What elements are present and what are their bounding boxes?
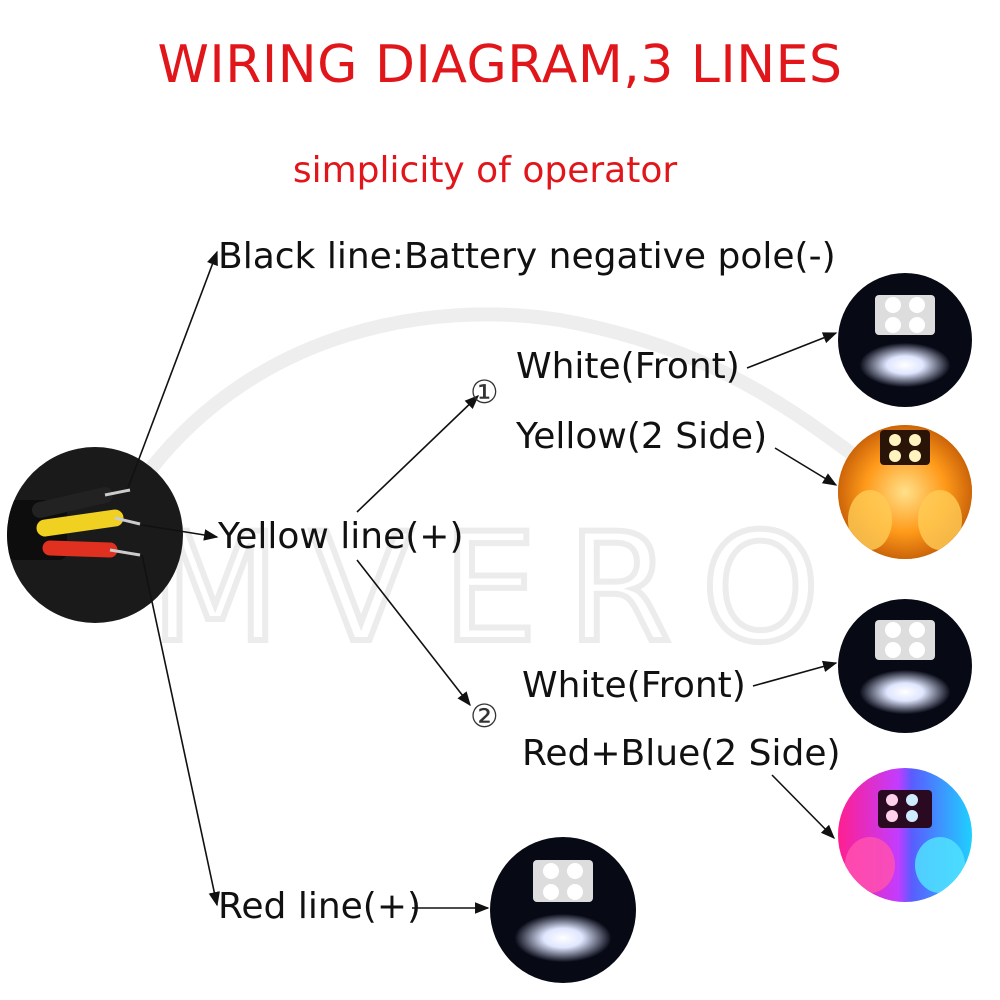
label-yellow-line: Yellow line(+) — [218, 516, 464, 557]
arrow-yellow-line — [141, 524, 219, 541]
arrow-white-front-2 — [752, 660, 838, 687]
arrow-red-blue-side — [771, 774, 836, 840]
arrow-white-front-1 — [746, 332, 838, 369]
label-black-line: Black line:Battery negative pole(-) — [218, 236, 836, 277]
mode-2-front-label: White(Front) — [522, 665, 746, 706]
watermark-swoosh — [144, 307, 865, 475]
light-photo-white-2 — [838, 599, 972, 733]
arrow-red-line — [141, 554, 220, 907]
mode-2-side-label: Red+Blue(2 Side) — [522, 733, 841, 774]
wire-bundle-photo — [7, 447, 183, 623]
watermark-text: MVERO — [150, 502, 849, 676]
connector-arrows — [127, 250, 838, 914]
light-photo-white-1 — [838, 273, 972, 407]
diagram-title: WIRING DIAGRAM,3 LINES — [157, 35, 843, 95]
arrow-mode-2 — [356, 559, 471, 707]
label-red-line: Red line(+) — [218, 886, 422, 927]
mode-1-marker: ① — [470, 373, 499, 411]
light-photo-white-3 — [490, 837, 636, 983]
mode-2-marker: ② — [470, 697, 499, 735]
mode-1-front-label: White(Front) — [516, 346, 740, 387]
mode-1-side-label: Yellow(2 Side) — [516, 416, 768, 457]
light-photo-amber — [838, 425, 972, 559]
light-photo-red-blue — [838, 768, 972, 902]
arrow-black-line — [127, 250, 218, 489]
arrow-mode-1 — [356, 395, 480, 513]
arrow-yellow-side — [774, 447, 838, 486]
diagram-subtitle: simplicity of operator — [292, 150, 678, 191]
